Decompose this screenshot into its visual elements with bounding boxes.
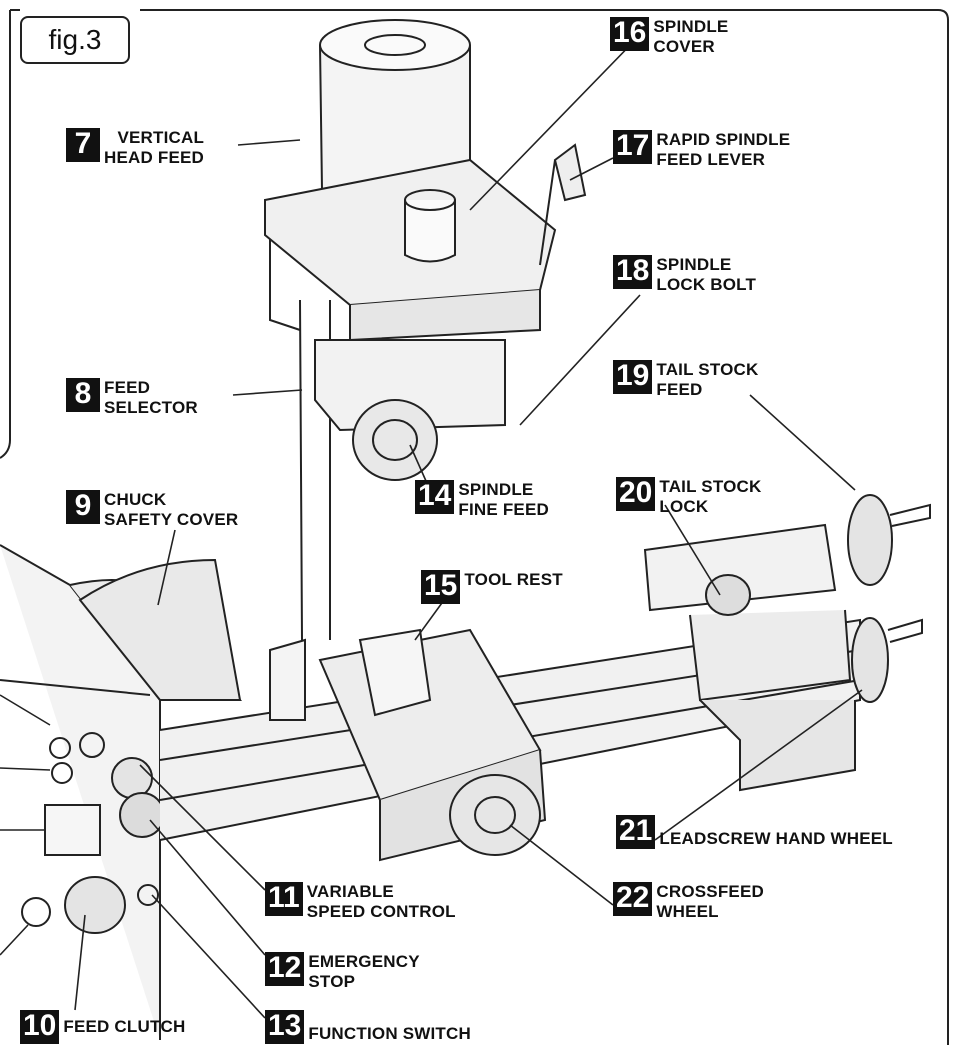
callout-10: 10 FEED CLUTCH [20,1010,186,1044]
callout-number: 19 [613,360,653,394]
callout-number: 13 [265,1010,305,1044]
callout-number: 17 [613,130,653,164]
callout-number: 21 [616,815,656,849]
callout-12: 12 EMERGENCY STOP [265,952,420,992]
callout-number: 10 [20,1010,60,1044]
callout-label: EMERGENCY STOP [308,952,420,991]
callout-11: 11 VARIABLE SPEED CONTROL [265,882,456,922]
callout-label: FUNCTION SWITCH [308,1024,471,1043]
callout-number: 22 [613,882,653,916]
callout-label: SPINDLE COVER [653,17,729,56]
callout-number: 8 [66,378,100,412]
callout-number: 11 [265,882,303,916]
callout-number: 14 [415,480,455,514]
callout-label: TOOL REST [464,570,563,589]
callout-15: 15 TOOL REST [421,570,563,604]
callout-label: FEED CLUTCH [63,1017,186,1036]
callout-20: 20 TAIL STOCK LOCK [616,477,762,517]
callout-18: 18 SPINDLE LOCK BOLT [613,255,756,295]
callout-14: 14 SPINDLE FINE FEED [415,480,549,520]
callout-label: RAPID SPINDLE FEED LEVER [656,130,791,169]
callout-label: LEADSCREW HAND WHEEL [659,829,893,848]
callout-number: 9 [66,490,100,524]
callout-label: FEED SELECTOR [104,378,198,417]
callout-number: 15 [421,570,461,604]
callout-19: 19 TAIL STOCK FEED [613,360,759,400]
callout-label: SPINDLE FINE FEED [458,480,549,519]
callout-label: CROSSFEED WHEEL [656,882,764,921]
callout-number: 16 [610,17,650,51]
callout-8: 8 FEED SELECTOR [66,378,198,418]
callout-13: 13 FUNCTION SWITCH [265,1010,471,1044]
callout-22: 22 CROSSFEED WHEEL [613,882,764,922]
callout-number: 7 [66,128,100,162]
callout-label: VARIABLE SPEED CONTROL [306,882,456,921]
callout-number: 12 [265,952,305,986]
callout-number: 20 [616,477,656,511]
callout-label: VERTICAL HEAD FEED [104,128,205,167]
callout-7: 7 VERTICAL HEAD FEED [66,128,204,168]
callout-21: 21 LEADSCREW HAND WHEEL [616,815,893,849]
callout-label: TAIL STOCK LOCK [659,477,762,516]
figure-label: fig.3 [20,16,130,64]
callout-label: TAIL STOCK FEED [656,360,759,399]
callout-label: SPINDLE LOCK BOLT [656,255,757,294]
callout-9: 9 CHUCK SAFETY COVER [66,490,238,530]
callout-label: CHUCK SAFETY COVER [104,490,239,529]
callout-number: 18 [613,255,653,289]
callout-17: 17 RAPID SPINDLE FEED LEVER [613,130,790,170]
callout-16: 16 SPINDLE COVER [610,17,728,57]
